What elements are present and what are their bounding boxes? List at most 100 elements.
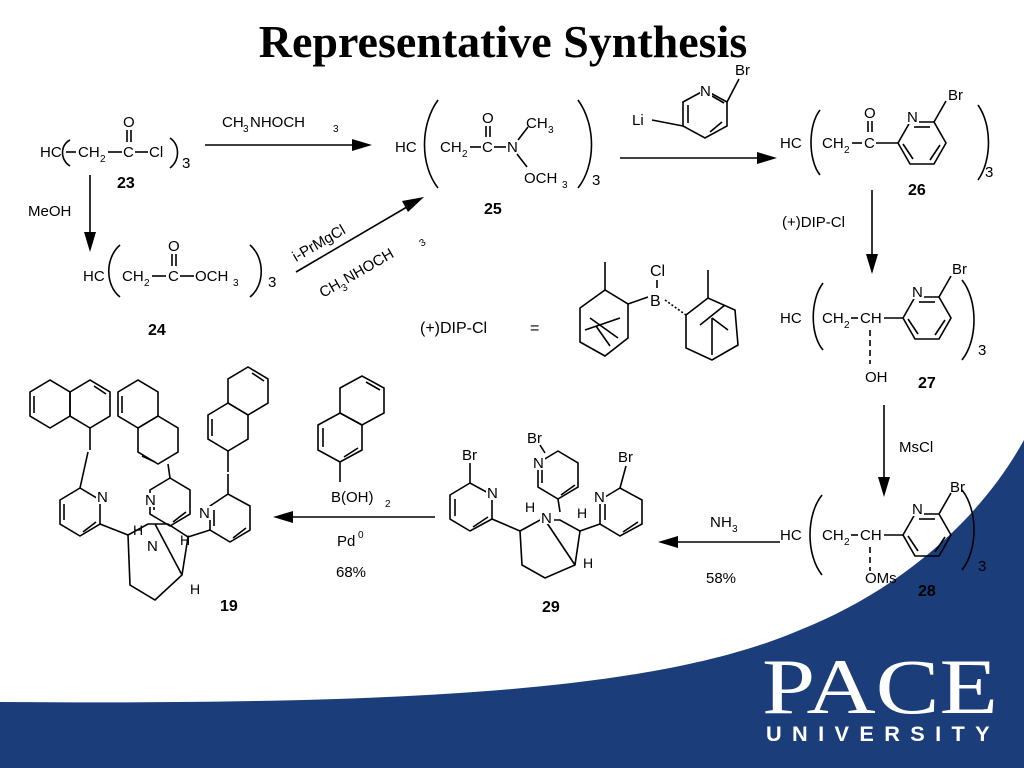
- atom-cl: Cl: [149, 144, 163, 161]
- compound-number-19: 19: [220, 598, 238, 615]
- atom-ch: CH: [860, 310, 882, 327]
- atom-n: N: [199, 505, 210, 522]
- subscript: 2: [462, 149, 468, 160]
- atom-ch2: CH: [122, 268, 144, 285]
- atom-h: H: [577, 505, 587, 521]
- definition-label: (+)DIP-Cl: [420, 320, 487, 337]
- reagent-boh2: B(OH): [331, 489, 374, 506]
- subscript: 3: [243, 124, 249, 135]
- atom-hc: HC: [780, 135, 802, 152]
- subscript: 3: [233, 278, 239, 289]
- lithiopyridine-reagent: N Br Li: [632, 62, 750, 139]
- subscript: 3: [340, 282, 351, 295]
- subscript: 3: [985, 164, 993, 181]
- atom-ch2: CH: [78, 144, 100, 161]
- atom-n: N: [507, 139, 518, 156]
- compound-25: HC CH 2 C O N CH 3 OCH 3 3 25: [395, 99, 600, 218]
- dipcl-definition: (+)DIP-Cl = B Cl: [420, 262, 739, 361]
- atom-ch2: CH: [440, 139, 462, 156]
- atom-hc: HC: [395, 139, 417, 156]
- compound-number-25: 25: [484, 201, 502, 218]
- compound-number-27: 27: [918, 375, 936, 392]
- atom-hc: HC: [40, 144, 62, 161]
- compound-19: N N N N H H H 19: [29, 366, 269, 615]
- bracket: [61, 139, 71, 167]
- arrow-23-24: MeOH: [28, 175, 96, 252]
- atom-oms: OMs: [865, 570, 897, 587]
- atom-c: C: [482, 139, 493, 156]
- atom-br: Br: [462, 447, 477, 464]
- compound-number-26: 26: [908, 182, 926, 199]
- atom-o: O: [168, 238, 180, 255]
- reagent-nh3: H: [721, 514, 732, 531]
- atom-ch: CH: [860, 527, 882, 544]
- subscript: 3: [548, 125, 554, 136]
- subscript: 3: [333, 124, 339, 135]
- atom-c: C: [168, 268, 179, 285]
- logo-pace: PACE: [762, 643, 998, 730]
- atom-o: O: [123, 114, 135, 131]
- subscript: 3: [418, 237, 429, 250]
- slide-white-area: [0, 0, 1024, 703]
- compound-number-29: 29: [542, 599, 560, 616]
- reagent-meoh: MeOH: [28, 203, 71, 220]
- atom-br: Br: [950, 479, 965, 496]
- atom-och3: OCH: [524, 170, 557, 187]
- subscript: 2: [844, 320, 850, 331]
- compound-number-24: 24: [148, 322, 166, 339]
- atom-h: H: [525, 499, 535, 515]
- atom-n: N: [533, 455, 544, 472]
- compound-28: HC CH 2 CH OMs N Br 3 28: [780, 479, 986, 600]
- atom-b: B: [650, 293, 661, 310]
- atom-c: C: [864, 135, 875, 152]
- slide-title: Representative Synthesis: [259, 16, 748, 67]
- arrow-27-28: MsCl: [878, 405, 933, 497]
- subscript: 2: [844, 537, 850, 548]
- atom-h: H: [583, 555, 593, 571]
- atom-n: N: [487, 485, 498, 502]
- atom-n: N: [541, 510, 552, 527]
- reagent-dipcl: (+)DIP-Cl: [782, 214, 845, 231]
- atom-n: N: [912, 284, 923, 301]
- atom-br: Br: [952, 261, 967, 278]
- atom-br: Br: [618, 449, 633, 466]
- atom-ch2: CH: [822, 527, 844, 544]
- reagent-pd: Pd: [337, 533, 355, 550]
- subscript: 2: [844, 145, 850, 156]
- arrow-28-29: N H 3 58%: [658, 514, 780, 587]
- subscript: 3: [592, 172, 600, 189]
- subscript: 3: [182, 155, 190, 172]
- atom-o: O: [482, 110, 494, 127]
- compound-24: HC CH 2 C O OCH 3 3 24: [83, 238, 276, 339]
- compound-26: HC CH 2 C O N Br 3 26: [780, 87, 993, 199]
- subscript: 3: [732, 524, 738, 535]
- compound-number-28: 28: [918, 583, 936, 600]
- atom-c: C: [123, 144, 134, 161]
- yield-58: 58%: [706, 570, 736, 587]
- atom-n: N: [907, 109, 918, 126]
- atom-ch2: CH: [822, 310, 844, 327]
- subscript: 3: [268, 274, 276, 291]
- compound-27: HC CH 2 CH OH N Br 3 27: [780, 261, 986, 392]
- reagent-label: CH: [222, 114, 244, 131]
- atom-hc: HC: [780, 527, 802, 544]
- atom-br: Br: [948, 87, 963, 104]
- subscript: 3: [978, 342, 986, 359]
- atom-oh: OH: [865, 369, 888, 386]
- subscript: 3: [978, 558, 986, 575]
- atom-och3: OCH: [195, 268, 228, 285]
- compound-23: HC CH 2 C O Cl 3 23: [40, 114, 190, 192]
- subscript: 3: [562, 180, 568, 191]
- atom-ch2: CH: [822, 135, 844, 152]
- atom-n: N: [594, 489, 605, 506]
- subscript: 2: [144, 278, 150, 289]
- atom-li: Li: [632, 112, 644, 129]
- definition-equals: =: [530, 320, 539, 337]
- atom-br: Br: [735, 62, 750, 79]
- atom-cl: Cl: [650, 263, 665, 280]
- atom-n: N: [700, 83, 711, 100]
- logo-university: UNIVERSITY: [766, 723, 1000, 746]
- compound-number-23: 23: [117, 175, 135, 192]
